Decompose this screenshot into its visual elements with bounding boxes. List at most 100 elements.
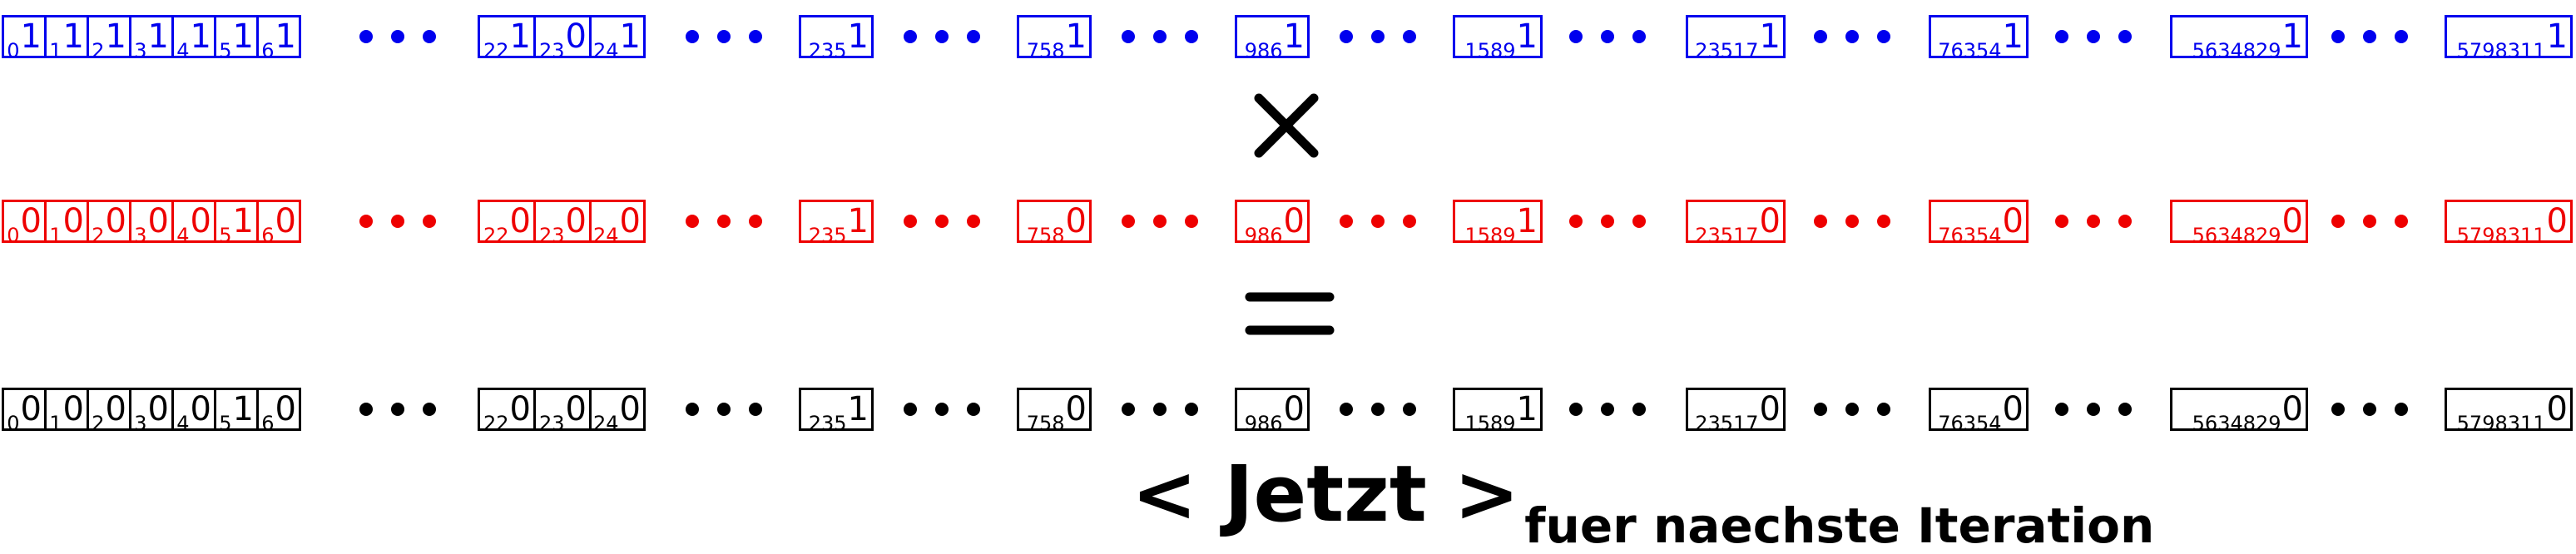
- dot: [1569, 30, 1583, 43]
- dot: [1877, 30, 1890, 43]
- bit-value: 1: [2546, 17, 2568, 56]
- dot: [2331, 30, 2345, 43]
- bit-index: 758: [1026, 412, 1065, 435]
- bit-value: 0: [509, 390, 531, 428]
- dot: [2118, 215, 2132, 228]
- bit-value: 0: [565, 390, 587, 428]
- bit-value: 1: [62, 17, 84, 56]
- bit-index: 1589: [1464, 412, 1516, 435]
- ellipsis-dots-icon: [2055, 15, 2138, 58]
- dot: [1403, 403, 1416, 416]
- dot: [1371, 403, 1385, 416]
- bit-value: 0: [20, 390, 42, 428]
- ellipsis-dots-icon: [2055, 200, 2138, 243]
- bit-index: 22: [483, 224, 509, 247]
- dot: [686, 215, 699, 228]
- ellipsis-dots-icon: [1569, 200, 1652, 243]
- bit-value: 0: [1283, 390, 1305, 428]
- bit-index: 235: [808, 39, 847, 62]
- dot: [904, 403, 917, 416]
- bit-index: 22: [483, 39, 509, 62]
- dot: [1122, 30, 1135, 43]
- dot: [1601, 30, 1614, 43]
- dot: [1340, 30, 1353, 43]
- bit-value: 0: [62, 202, 84, 240]
- dot: [2118, 30, 2132, 43]
- bit-index: 76354: [1938, 412, 2002, 435]
- bit-value: 1: [619, 17, 641, 56]
- caption-subscript: fuer naechste Iteration: [1524, 497, 2155, 554]
- bit-value: 0: [20, 202, 42, 240]
- dot: [1845, 215, 1859, 228]
- bit-value: 1: [847, 390, 869, 428]
- dot: [2055, 30, 2068, 43]
- dot: [1153, 30, 1167, 43]
- bit-index: 4: [176, 412, 190, 435]
- bit-index: 24: [593, 412, 619, 435]
- bit-index: 986: [1244, 39, 1283, 62]
- ellipsis-dots-icon: [904, 15, 987, 58]
- bit-value: 0: [147, 202, 169, 240]
- dot: [717, 215, 731, 228]
- dot: [423, 403, 436, 416]
- bit-index: 5798311: [2456, 224, 2546, 247]
- dot: [686, 30, 699, 43]
- ellipsis-dots-icon: [1340, 15, 1423, 58]
- dot: [967, 403, 980, 416]
- bit-index: 23: [539, 39, 565, 62]
- dot: [935, 403, 949, 416]
- dot: [1569, 215, 1583, 228]
- bit-index: 3: [134, 39, 147, 62]
- ellipsis-dots-icon: [904, 388, 987, 431]
- bit-index: 24: [593, 224, 619, 247]
- ellipsis-dots-icon: [359, 388, 443, 431]
- bit-value: 0: [2546, 202, 2568, 240]
- bit-index: 1: [49, 224, 62, 247]
- dot: [2363, 403, 2376, 416]
- bit-index: 758: [1026, 39, 1065, 62]
- dot: [2087, 403, 2100, 416]
- bit-index: 1589: [1464, 224, 1516, 247]
- bit-value: 0: [147, 390, 169, 428]
- ellipsis-dots-icon: [1814, 388, 1897, 431]
- dot: [1185, 215, 1198, 228]
- bit-index: 1: [49, 412, 62, 435]
- bit-value: 1: [1283, 17, 1305, 56]
- dot: [2363, 215, 2376, 228]
- bit-value: 0: [619, 202, 641, 240]
- dot: [1403, 215, 1416, 228]
- dot: [749, 403, 762, 416]
- dot: [1340, 403, 1353, 416]
- bit-index: 5798311: [2456, 412, 2546, 435]
- bit-value: 0: [1065, 390, 1087, 428]
- dot: [391, 215, 404, 228]
- bit-value: 1: [190, 17, 211, 56]
- bit-value: 0: [190, 202, 211, 240]
- dot: [1153, 403, 1167, 416]
- bit-value: 0: [619, 390, 641, 428]
- bit-value: 0: [105, 202, 126, 240]
